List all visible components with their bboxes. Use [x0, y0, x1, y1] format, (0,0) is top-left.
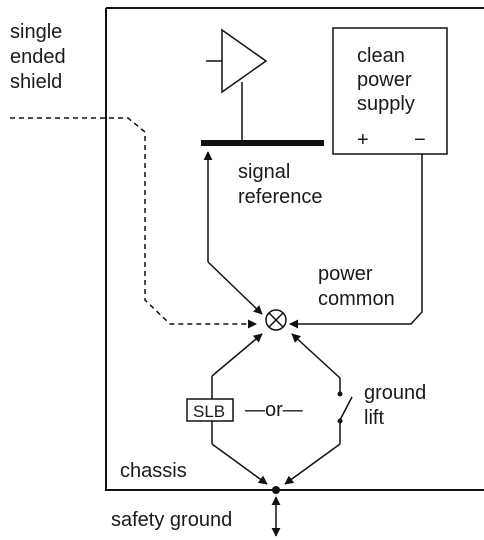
lift-path-lower — [284, 443, 341, 485]
lift-path-upper — [291, 333, 341, 379]
psu-plus-label: + — [357, 129, 369, 151]
power-common-line — [289, 154, 423, 329]
psu-label-2: power — [357, 69, 412, 91]
shield-label-3: shield — [10, 71, 62, 93]
ground-lift-label-1: ground — [364, 382, 426, 404]
safety-ground-label: safety ground — [111, 509, 232, 531]
signal-reference-label-2: reference — [238, 186, 323, 208]
shield-label-1: single — [10, 21, 62, 43]
shield-label-2: ended — [10, 46, 66, 68]
power-common-label-2: common — [318, 288, 395, 310]
slb-label: SLB — [193, 402, 225, 421]
chassis-enclosure — [105, 7, 484, 491]
psu-label-3: supply — [357, 93, 415, 115]
safety-ground-node — [272, 486, 280, 494]
amplifier-symbol — [221, 28, 268, 94]
chassis-label: chassis — [120, 460, 187, 482]
or-label: —or— — [245, 399, 303, 421]
slb-path-lower — [211, 443, 268, 485]
slb-box — [186, 398, 234, 422]
shield-dashed-line — [10, 117, 257, 329]
power-common-label-1: power — [318, 263, 373, 285]
signal-reference-bar — [201, 140, 324, 146]
power-supply-box — [332, 27, 448, 155]
slb-path-upper — [211, 333, 263, 377]
psu-minus-label: − — [414, 129, 426, 151]
psu-label-1: clean — [357, 45, 405, 67]
signal-reference-label-1: signal — [238, 161, 290, 183]
ground-lift-switch — [339, 396, 353, 421]
ground-lift-label-2: lift — [364, 407, 384, 429]
signal-reference-arrow-diag — [207, 261, 263, 315]
